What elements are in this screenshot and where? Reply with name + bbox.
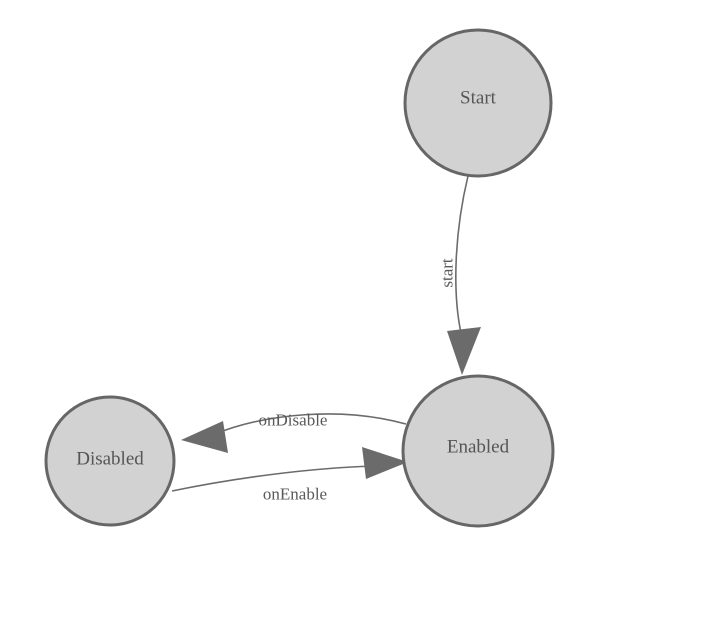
- node-enabled[interactable]: Enabled: [401, 374, 555, 528]
- edge-enabled-to-disabled-arrowhead: [181, 421, 228, 453]
- node-disabled-circle: [44, 395, 176, 527]
- edge-enabled-to-disabled-label: onDisable: [259, 411, 328, 430]
- edge-disabled-to-enabled-path: [171, 465, 374, 492]
- node-disabled-label: Disabled: [76, 449, 144, 470]
- edge-disabled-to-enabled[interactable]: onEnable: [171, 447, 408, 504]
- node-disabled[interactable]: Disabled: [44, 395, 176, 527]
- node-start-label: Start: [460, 88, 497, 109]
- edge-enabled-to-disabled-path: [214, 413, 407, 435]
- edge-start-to-enabled-path: [455, 175, 469, 334]
- edge-start-to-enabled[interactable]: start: [438, 175, 482, 375]
- edge-start-to-enabled-label: start: [438, 258, 457, 288]
- node-start[interactable]: Start: [403, 28, 553, 178]
- edge-disabled-to-enabled-arrowhead: [362, 447, 408, 479]
- node-enabled-circle: [401, 374, 555, 528]
- edge-disabled-to-enabled-label: onEnable: [263, 485, 327, 504]
- edge-enabled-to-disabled[interactable]: onDisable: [181, 411, 407, 454]
- node-start-circle: [403, 28, 553, 178]
- node-enabled-label: Enabled: [447, 437, 510, 458]
- edge-start-to-enabled-arrowhead: [447, 327, 481, 375]
